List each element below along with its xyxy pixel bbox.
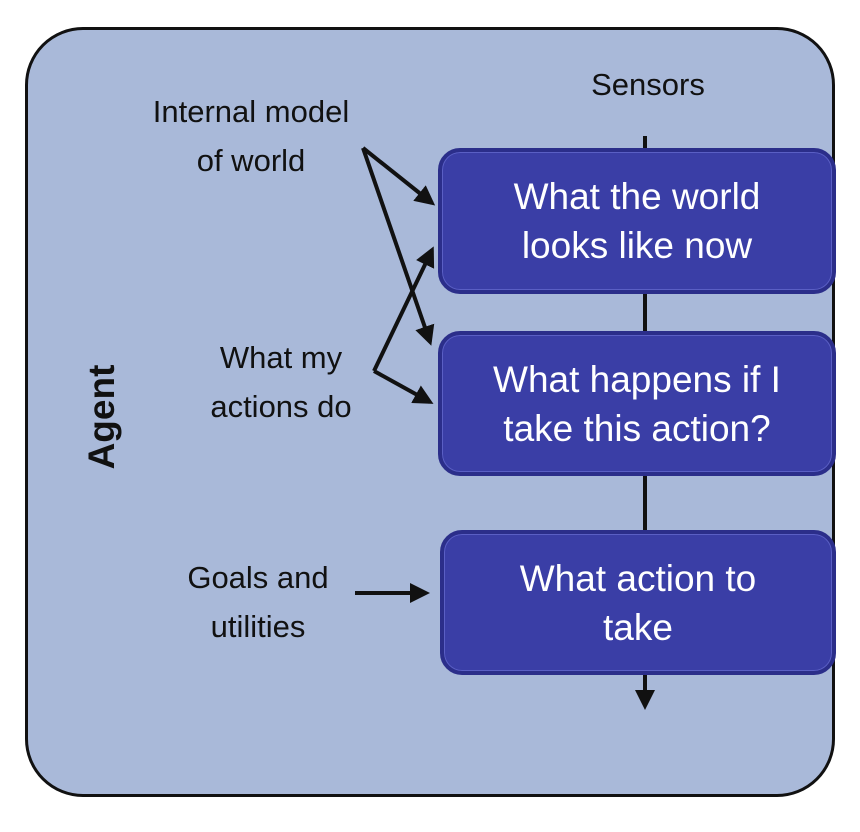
box-happens-if-line2: take this action? xyxy=(503,407,771,449)
box-world-now-line2: looks like now xyxy=(521,225,753,266)
my-actions-line2: actions do xyxy=(210,389,352,424)
box-world-now-line1: What the world xyxy=(513,176,761,217)
internal-model-arrow-to-world xyxy=(361,146,436,206)
actions-arrow-to-world xyxy=(372,246,435,372)
box-action-line1: What action to xyxy=(519,557,757,599)
my-actions-label: What my actions do xyxy=(183,333,379,431)
agent-label: Agent xyxy=(81,364,122,470)
sensors-text: Sensors xyxy=(591,67,705,102)
box-action-to-take: What action to take xyxy=(440,530,836,675)
actions-arrow-to-happens xyxy=(373,369,434,404)
goals-label: Goals and utilities xyxy=(160,553,356,651)
my-actions-line1: What my xyxy=(219,340,343,375)
goals-line2: utilities xyxy=(210,609,306,644)
box-happens-if: What happens if I take this action? xyxy=(438,331,836,476)
box-world-now: What the world looks like now xyxy=(438,148,836,294)
box-action-line2: take xyxy=(603,606,673,648)
internal-model-label: Internal model of world xyxy=(118,87,384,185)
internal-model-arrow-to-happens xyxy=(361,147,435,346)
sensors-label: Sensors xyxy=(566,60,730,109)
internal-model-line2: of world xyxy=(196,143,306,178)
box-happens-if-line1: What happens if I xyxy=(493,358,781,400)
internal-model-line1: Internal model xyxy=(152,94,350,129)
goals-line1: Goals and xyxy=(187,560,329,595)
